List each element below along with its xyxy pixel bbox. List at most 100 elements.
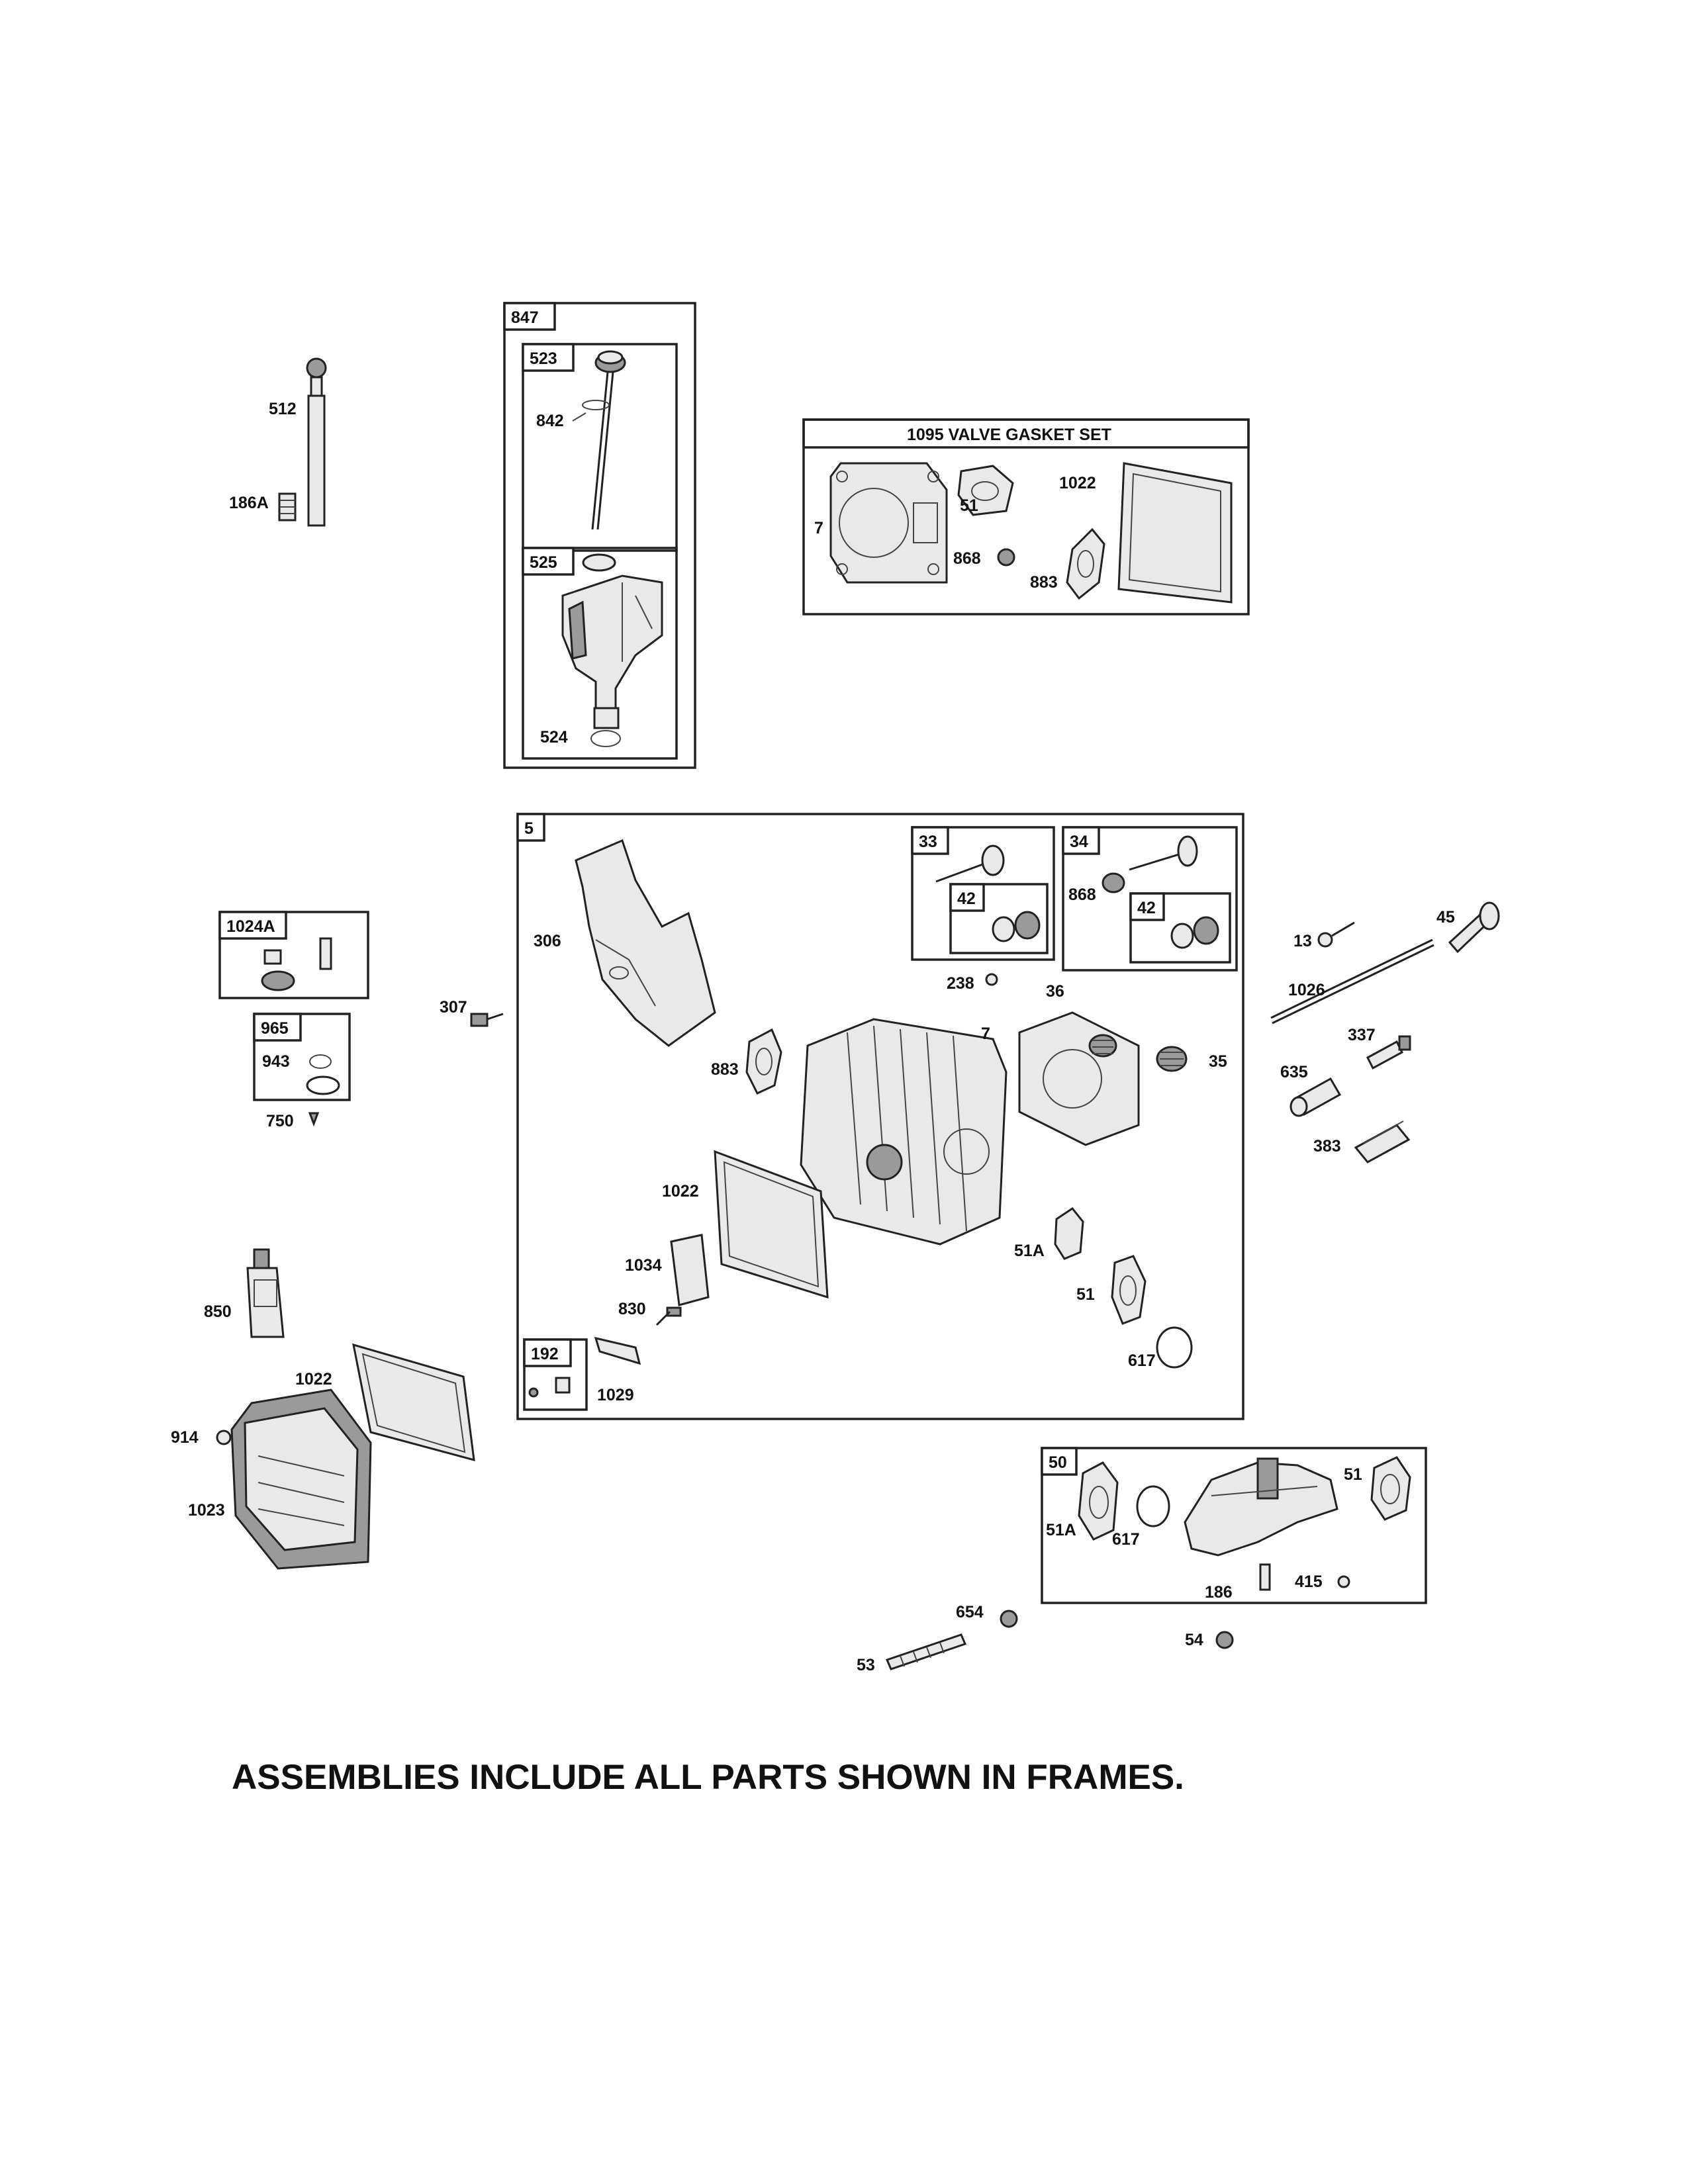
pushrod-1026-part [1270, 938, 1434, 1024]
callout-306: 306 [534, 932, 561, 950]
head-gasket-frame5-part [1018, 1011, 1140, 1146]
frame-50-label: 50 [1049, 1453, 1067, 1472]
callout-868-frame34: 868 [1068, 886, 1096, 904]
frame-847: 847 523 525 [503, 302, 696, 769]
rocker-cover-1023-part [230, 1388, 372, 1570]
callout-654: 654 [956, 1603, 984, 1621]
callout-1022-lower: 1022 [295, 1370, 332, 1388]
callout-1023: 1023 [188, 1501, 225, 1520]
exhaust-gasket-part [1066, 527, 1105, 600]
intake-valve-part [935, 844, 1005, 883]
seal-868-part [997, 548, 1015, 567]
gasket-51A-frame50-part [1078, 1461, 1119, 1541]
frame-1024A-label: 1024A [226, 917, 275, 936]
rotator-238-part [985, 973, 998, 986]
gasket-51A-frame5-part [1054, 1206, 1084, 1260]
air-deflector-part [575, 839, 716, 1047]
valve-seal-42a-part [992, 911, 1041, 942]
spark-plug-337-part [1366, 1035, 1411, 1070]
frame-523-label: 523 [530, 349, 557, 368]
callout-868-set: 868 [953, 549, 981, 568]
callout-1022-set: 1022 [1059, 474, 1096, 492]
dipstick-part [582, 350, 626, 530]
breather-383-part [1354, 1120, 1411, 1163]
stud-53-part [885, 1633, 967, 1670]
plug-415-part [1337, 1575, 1350, 1588]
oil-fill-tube-part [561, 553, 663, 747]
gasket-51-frame5-part [1111, 1255, 1147, 1325]
valve-spring-36-part [1088, 1034, 1117, 1058]
fitting-186-part [1259, 1563, 1271, 1591]
callout-54: 54 [1185, 1631, 1203, 1649]
rocker-cover-gasket-1022-part [352, 1343, 475, 1462]
frame-965: 965 [253, 1013, 351, 1101]
callout-415: 415 [1295, 1572, 1323, 1591]
frame-33-label: 33 [919, 833, 937, 851]
callout-53: 53 [857, 1656, 875, 1674]
callout-36: 36 [1046, 982, 1064, 1001]
frame-847-label: 847 [511, 308, 539, 327]
callout-1034: 1034 [625, 1256, 662, 1275]
nut-54-part [1215, 1631, 1234, 1649]
bolt-13-part [1317, 921, 1355, 948]
sealant-tube-850-part [246, 1248, 285, 1338]
callout-883-set: 883 [1030, 573, 1058, 592]
callout-51-frame5: 51 [1076, 1285, 1095, 1304]
callout-512: 512 [269, 400, 297, 418]
callout-524: 524 [540, 728, 568, 747]
cylinder-head-part [800, 1018, 1008, 1246]
callout-51-frame50: 51 [1344, 1465, 1362, 1484]
rocker-cover-gasket-1022-frame5-part [714, 1150, 829, 1299]
head-gasket-part [829, 462, 948, 584]
callout-51-set: 51 [960, 496, 978, 515]
callout-943: 943 [262, 1052, 290, 1071]
frame-525-label: 525 [530, 553, 557, 572]
footer-note: ASSEMBLIES INCLUDE ALL PARTS SHOWN IN FR… [232, 1758, 1184, 1797]
kit-965-parts [306, 1054, 340, 1095]
callout-1022-frame5: 1022 [662, 1182, 699, 1201]
callout-617-frame5: 617 [1128, 1351, 1156, 1370]
part-750-icon [308, 1112, 320, 1127]
callout-1026: 1026 [1288, 981, 1325, 999]
governor-parts-1024A [261, 937, 332, 991]
nut-654-part [1000, 1610, 1018, 1628]
callout-7-frame5: 7 [981, 1024, 990, 1043]
frame-1024A: 1024A [218, 911, 369, 999]
callout-750: 750 [266, 1112, 294, 1130]
callout-850: 850 [204, 1302, 232, 1321]
callout-830: 830 [618, 1300, 646, 1318]
pivot-192-part [528, 1377, 571, 1398]
callout-307: 307 [440, 998, 467, 1017]
frame-42a-label: 42 [957, 889, 976, 908]
callout-13: 13 [1293, 932, 1312, 950]
callout-337: 337 [1348, 1026, 1376, 1044]
exhaust-valve-part [1102, 835, 1198, 893]
bolt-307-part [470, 1013, 504, 1027]
callout-51A-frame5: 51A [1014, 1242, 1045, 1260]
callout-635: 635 [1280, 1063, 1308, 1081]
valve-seal-42b-part [1170, 916, 1219, 949]
frame-192-label: 192 [531, 1345, 559, 1363]
oring-617-frame5-part [1156, 1326, 1193, 1369]
callout-238: 238 [947, 974, 974, 993]
breather-tube-part [278, 357, 327, 527]
exhaust-gasket-883-frame5-part [745, 1028, 782, 1095]
spark-plug-boot-635-part [1289, 1077, 1342, 1117]
pushrod-guide-45-part [1448, 901, 1500, 954]
screw-914-part [216, 1430, 232, 1445]
intake-manifold-part [1184, 1457, 1338, 1557]
callout-51A-frame50: 51A [1046, 1521, 1076, 1539]
frame-42b-label: 42 [1137, 899, 1156, 917]
callout-383: 383 [1313, 1137, 1341, 1156]
frame-5: 5 33 42 34 42 192 [516, 813, 1244, 1420]
callout-914: 914 [171, 1428, 199, 1447]
frame-5-label: 5 [524, 819, 534, 838]
callout-45: 45 [1436, 908, 1455, 927]
frame-1095-label: 1095 VALVE GASKET SET [907, 426, 1111, 444]
callout-35: 35 [1209, 1052, 1227, 1071]
frame-34-label: 34 [1070, 833, 1088, 851]
callout-617-frame50: 617 [1112, 1530, 1140, 1549]
screw-830-part [655, 1306, 682, 1326]
plate-1034-part [670, 1234, 710, 1306]
callout-842: 842 [536, 412, 564, 430]
